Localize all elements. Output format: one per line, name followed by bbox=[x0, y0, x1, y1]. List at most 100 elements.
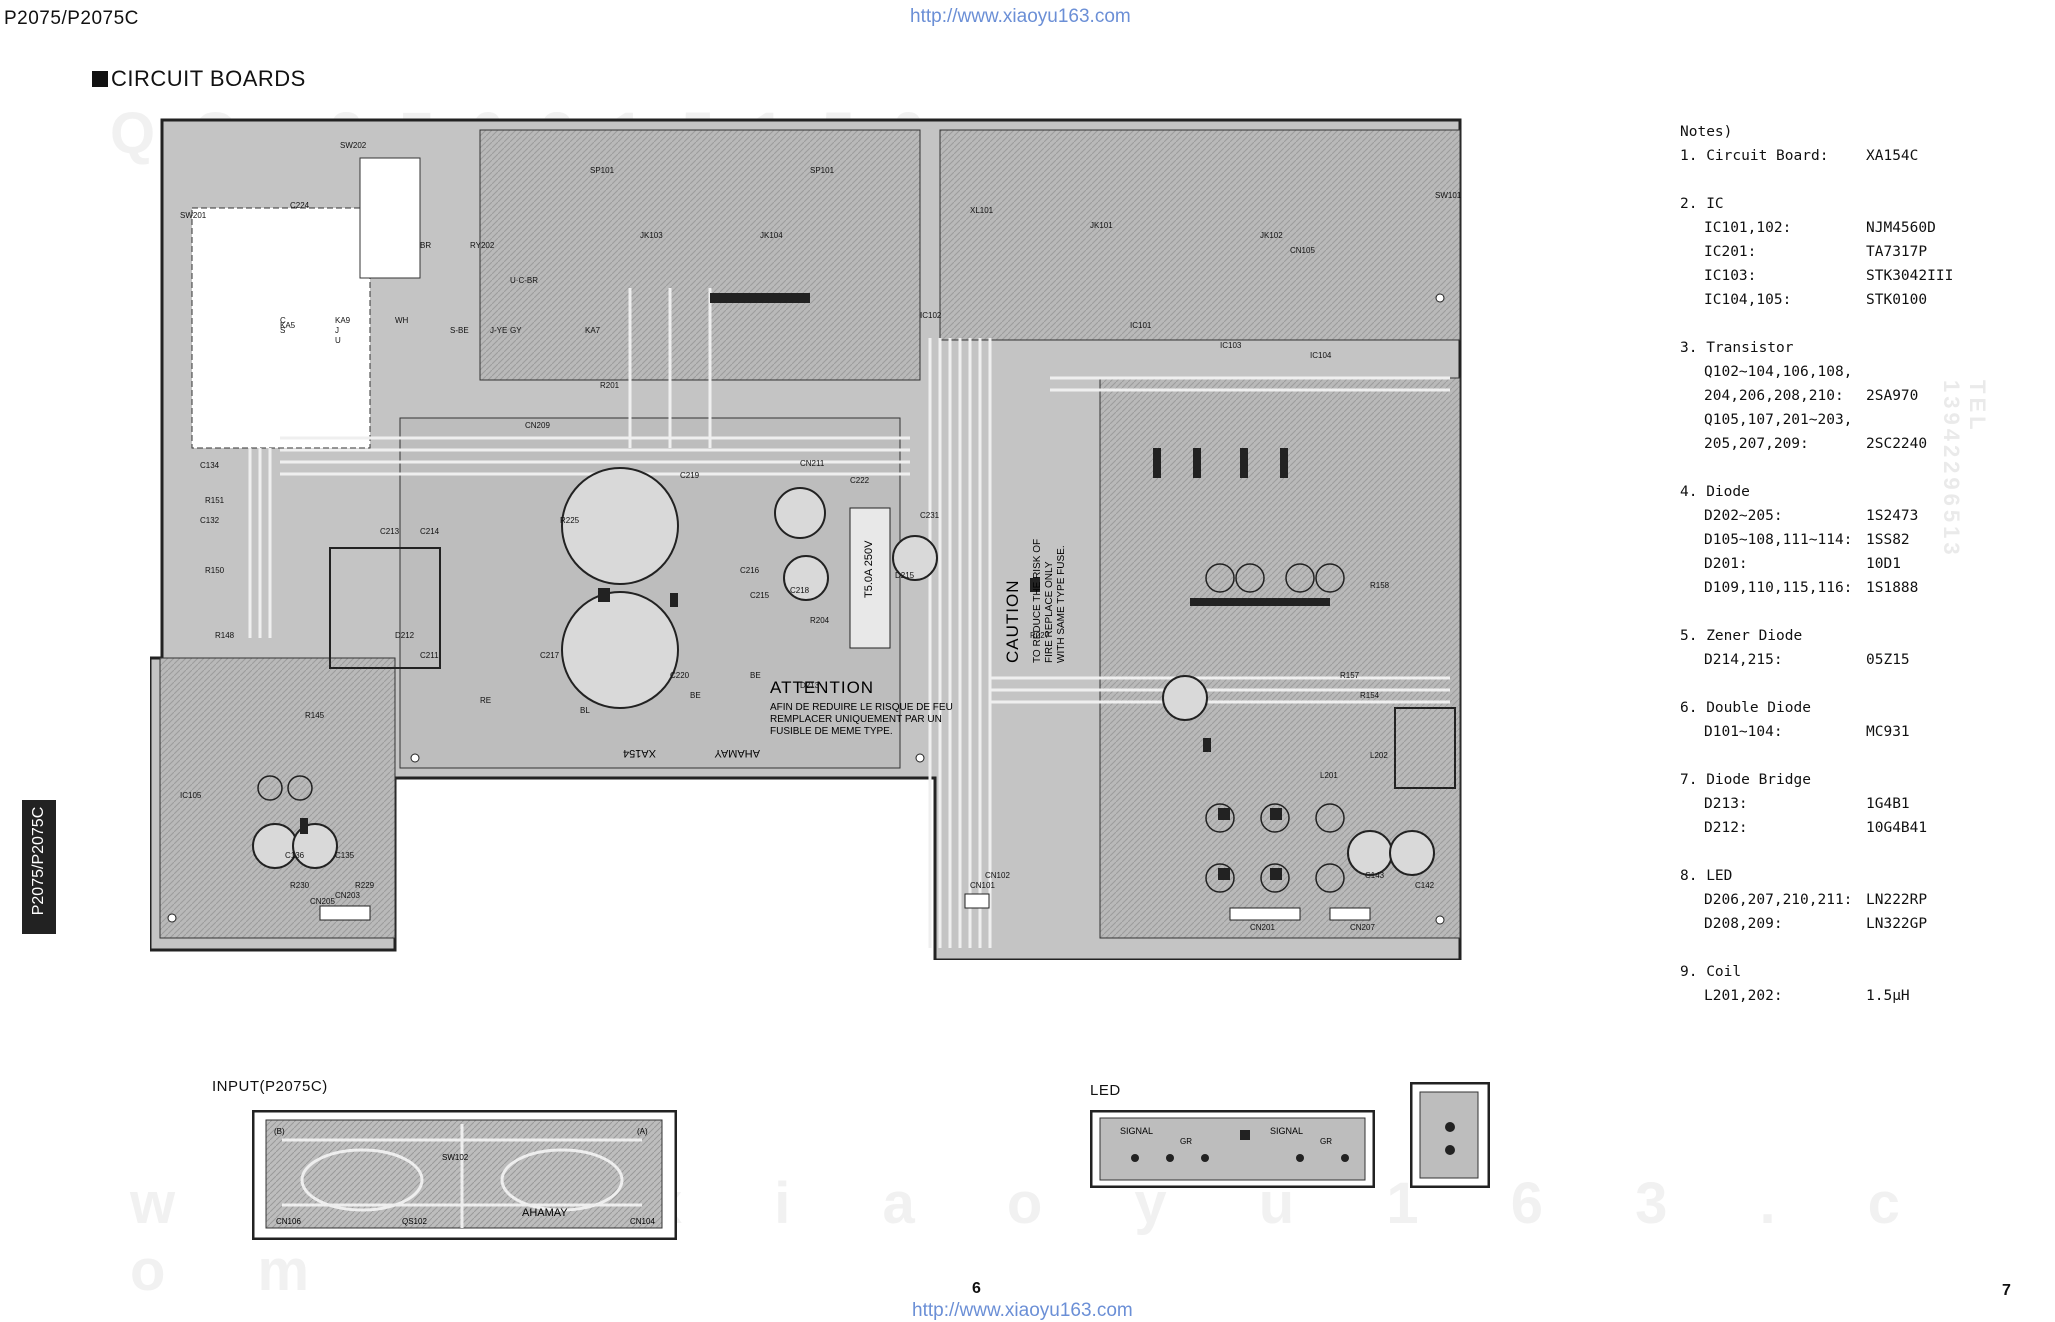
component-label: CN102 bbox=[985, 871, 1010, 880]
component-label: R148 bbox=[215, 631, 235, 640]
fuse-label: T5.0A 250V bbox=[863, 540, 875, 598]
input-label: (A) bbox=[637, 1127, 648, 1136]
component-label: IC105 bbox=[180, 791, 202, 800]
component-label: JK104 bbox=[760, 231, 783, 240]
small-led-board bbox=[1410, 1082, 1490, 1188]
component-label: L201 bbox=[1320, 771, 1338, 780]
component-label: C214 bbox=[420, 527, 440, 536]
capacitor-c136 bbox=[252, 823, 298, 869]
section-title-text: CIRCUIT BOARDS bbox=[111, 66, 306, 91]
input-board-label: INPUT(P2075C) bbox=[212, 1078, 328, 1095]
component-label: SW101 bbox=[1435, 191, 1462, 200]
component-label: R229 bbox=[355, 881, 375, 890]
led-label: GR bbox=[1180, 1137, 1192, 1146]
note-3-row: Q105,107,201~203, bbox=[1704, 412, 1853, 428]
led-board: SIGNAL SIGNAL GR GR bbox=[1090, 1110, 1375, 1188]
component-label: JK102 bbox=[1260, 231, 1283, 240]
component-label: IC103 bbox=[1220, 341, 1242, 350]
component-label: C217 bbox=[540, 651, 560, 660]
led-board-label: LED bbox=[1090, 1082, 1121, 1099]
component-label: CN205 bbox=[310, 897, 335, 906]
component-label: C218 bbox=[790, 586, 810, 595]
page-number-right: 7 bbox=[2002, 1282, 2011, 1299]
input-label: SW102 bbox=[442, 1153, 469, 1162]
component-label: CN211 bbox=[800, 459, 825, 468]
component-label: R201 bbox=[600, 381, 620, 390]
section-title: CIRCUIT BOARDS bbox=[92, 66, 306, 92]
component-label: BL bbox=[580, 706, 590, 715]
component-label: R157 bbox=[1340, 671, 1360, 680]
component-label: SP101 bbox=[810, 166, 835, 175]
component-label: IC104 bbox=[1310, 351, 1332, 360]
component-label: SP101 bbox=[590, 166, 615, 175]
component-label: SW202 bbox=[340, 141, 367, 150]
note-4-title: 4. Diode bbox=[1680, 484, 1750, 500]
note-2-row: IC103:STK3042III bbox=[1704, 268, 1954, 284]
component-label: CN203 bbox=[335, 891, 360, 900]
component-label: C219 bbox=[680, 471, 700, 480]
caution-line-1: TO REDUCE THE RISK OF bbox=[1032, 539, 1043, 663]
component-label: C136 bbox=[285, 851, 305, 860]
component-label: C134 bbox=[200, 461, 220, 470]
component-label: RE bbox=[480, 696, 491, 705]
filter-capacitor-2 bbox=[561, 591, 679, 709]
component-label: J-YE bbox=[490, 326, 507, 335]
note-3-title: 3. Transistor bbox=[1680, 340, 1794, 356]
component-label: R158 bbox=[1370, 581, 1390, 590]
component-label: GY bbox=[510, 326, 522, 335]
note-4-row: D105~108,111~114:1SS82 bbox=[1704, 532, 1910, 548]
component-label: CN207 bbox=[1350, 923, 1375, 932]
component-label: S bbox=[280, 326, 285, 335]
input-label: QS102 bbox=[402, 1217, 427, 1226]
component-label: KA5 bbox=[280, 321, 296, 330]
input-jack-area bbox=[939, 129, 1461, 341]
speaker-relay-area bbox=[479, 129, 921, 381]
note-4-row: D201:10D1 bbox=[1704, 556, 1901, 572]
note-4-row: D109,110,115,116:1S1888 bbox=[1704, 580, 1919, 596]
component-label: SW201 bbox=[180, 211, 207, 220]
source-url-bottom[interactable]: http://www.xiaoyu163.com bbox=[912, 1300, 1133, 1321]
component-label: C213 bbox=[380, 527, 400, 536]
component-label: R225 bbox=[560, 516, 580, 525]
component-label: C143 bbox=[1365, 871, 1385, 880]
component-label: C bbox=[280, 316, 286, 325]
attention-line-2: REMPLACER UNIQUEMENT PAR UN bbox=[770, 714, 942, 725]
component-label: JK101 bbox=[1090, 221, 1113, 230]
capacitor-c135 bbox=[292, 823, 338, 869]
component-label: S-BE bbox=[450, 326, 469, 335]
component-label: D215 bbox=[895, 571, 915, 580]
component-label: C215 bbox=[750, 591, 770, 600]
component-label: C220 bbox=[670, 671, 690, 680]
page-number-left: 6 bbox=[972, 1280, 981, 1297]
component-label: D213 bbox=[800, 681, 820, 690]
component-label: BR bbox=[420, 241, 431, 250]
part-code: XA154 bbox=[623, 747, 656, 759]
note-5-title: 5. Zener Diode bbox=[1680, 628, 1803, 644]
component-label: BE bbox=[690, 691, 701, 700]
source-url-top[interactable]: http://www.xiaoyu163.com bbox=[910, 6, 1131, 27]
side-tab-label: P2075/P2075C bbox=[30, 806, 47, 916]
component-label: U·C-BR bbox=[510, 276, 538, 285]
note-7-title: 7. Diode Bridge bbox=[1680, 772, 1811, 788]
note-8-row: D208,209:LN322GP bbox=[1704, 916, 1928, 932]
component-label: D212 bbox=[395, 631, 415, 640]
caution-line-3: WITH SAME TYPE FUSE. bbox=[1056, 545, 1067, 663]
component-label: CN105 bbox=[1290, 246, 1315, 255]
component-label: WH bbox=[395, 316, 409, 325]
square-bullet-icon bbox=[92, 71, 108, 87]
component-label: C216 bbox=[740, 566, 760, 575]
note-7-row: D213:1G4B1 bbox=[1704, 796, 1910, 812]
component-label: JK103 bbox=[640, 231, 663, 240]
caution-title: CAUTION bbox=[1003, 580, 1022, 664]
capacitor-c217 bbox=[774, 487, 826, 539]
component-label: R145 bbox=[305, 711, 325, 720]
component-label: R151 bbox=[205, 496, 225, 505]
capacitor-c142 bbox=[1347, 830, 1393, 876]
note-2-row: IC104,105:STK0100 bbox=[1704, 292, 1928, 308]
capacitor-c143 bbox=[1389, 830, 1435, 876]
led-label: SIGNAL bbox=[1120, 1126, 1153, 1136]
component-label: C211 bbox=[420, 651, 439, 660]
brand-mirror: AHAMAY bbox=[714, 747, 760, 759]
component-label: C224 bbox=[290, 201, 310, 210]
note-8-row: D206,207,210,211:LN222RP bbox=[1704, 892, 1928, 908]
